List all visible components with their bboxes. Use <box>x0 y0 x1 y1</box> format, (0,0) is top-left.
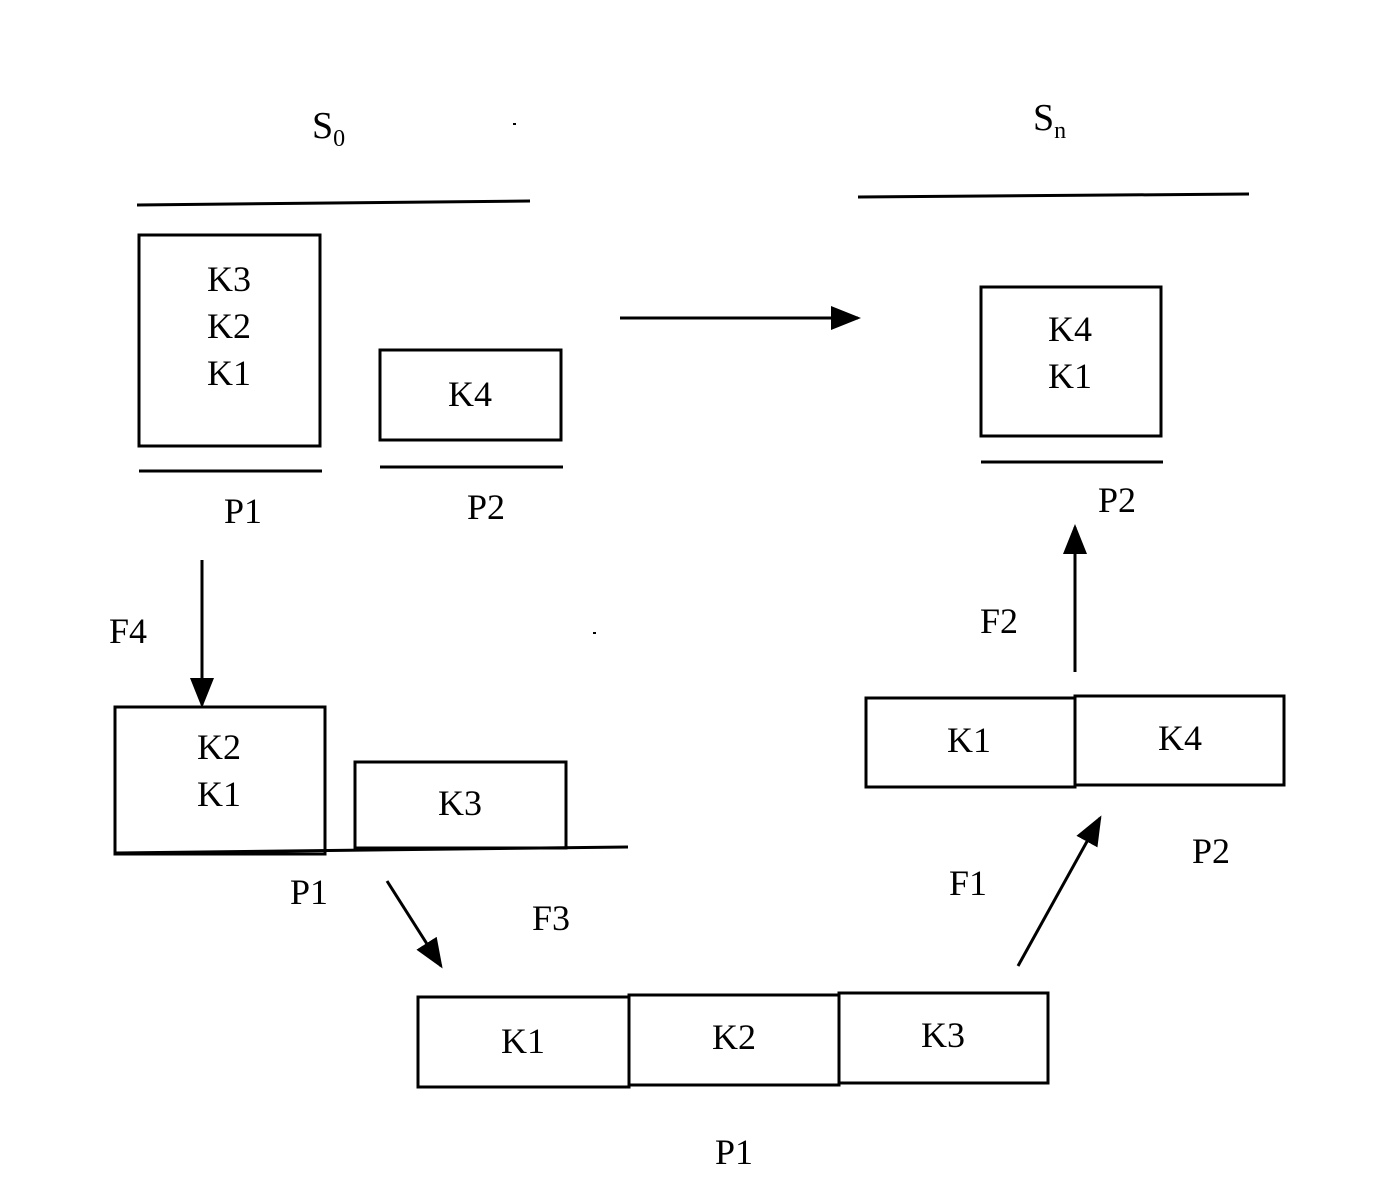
initial-state-subscript: 0 <box>333 126 345 152</box>
after-f3-key-1: K1 <box>501 1021 545 1061</box>
after-f3-cell-3 <box>837 991 1050 1085</box>
final-state-rule <box>857 192 1250 199</box>
after-f3-section: K1 K2 K3 P1 <box>416 991 1050 1172</box>
initial-p1-key-3: K1 <box>207 353 251 393</box>
after-f4-p1-key-1: K2 <box>197 727 241 767</box>
after-f1-section: K1 K4 P2 <box>864 694 1286 871</box>
after-f4-section: K2 K1 K3 P1 <box>113 705 629 912</box>
after-f1-key-1: K1 <box>947 720 991 760</box>
f3-label: F3 <box>532 898 570 938</box>
initial-state-section: S0 K3 K2 K1 P1 K4 P2 <box>136 105 563 531</box>
after-f1-label: P2 <box>1192 831 1230 871</box>
after-f3-key-2: K2 <box>712 1017 756 1057</box>
after-f1-cell-2 <box>1073 694 1286 787</box>
final-state-section: Sn K4 K1 P2 <box>857 97 1250 520</box>
initial-p1-key-2: K2 <box>207 306 251 346</box>
initial-p2-label: P2 <box>467 487 505 527</box>
after-f3-label: P1 <box>715 1132 753 1172</box>
initial-state-rule <box>136 199 531 207</box>
initial-p1-label: P1 <box>224 491 262 531</box>
initial-p2-key-1: K4 <box>448 374 492 414</box>
after-f4-p1-key-2: K1 <box>197 774 241 814</box>
final-state-label: Sn <box>1033 97 1066 144</box>
initial-state-letter: S <box>312 105 333 147</box>
scan-speck <box>513 123 516 125</box>
after-f1-cell-1 <box>864 696 1077 789</box>
f2-label: F2 <box>980 601 1018 641</box>
after-f4-side-key-1: K3 <box>438 783 482 823</box>
initial-p1-box <box>137 233 322 448</box>
after-f1-key-2: K4 <box>1158 718 1202 758</box>
initial-state-label: S0 <box>312 105 345 152</box>
final-state-letter: S <box>1033 97 1054 139</box>
after-f4-side-box <box>353 760 568 850</box>
f1-arrow <box>1016 815 1102 967</box>
after-f4-p1-label: P1 <box>290 872 328 912</box>
final-p2-key-2: K1 <box>1048 356 1092 396</box>
f4-label: F4 <box>109 611 147 651</box>
scan-speck <box>593 632 596 634</box>
after-f4-p1-box <box>113 705 327 856</box>
f1-label: F1 <box>949 863 987 903</box>
after-f4-base-line <box>114 845 629 855</box>
after-f3-key-3: K3 <box>921 1015 965 1055</box>
f3-arrow <box>385 880 443 969</box>
after-f3-cell-1 <box>416 995 631 1089</box>
final-p2-key-1: K4 <box>1048 309 1092 349</box>
final-p2-label: P2 <box>1098 480 1136 520</box>
initial-p1-key-1: K3 <box>207 259 251 299</box>
initial-p2-box <box>378 348 563 442</box>
final-state-subscript: n <box>1054 118 1066 144</box>
after-f3-cell-2 <box>627 993 841 1087</box>
final-p2-box <box>979 285 1163 438</box>
